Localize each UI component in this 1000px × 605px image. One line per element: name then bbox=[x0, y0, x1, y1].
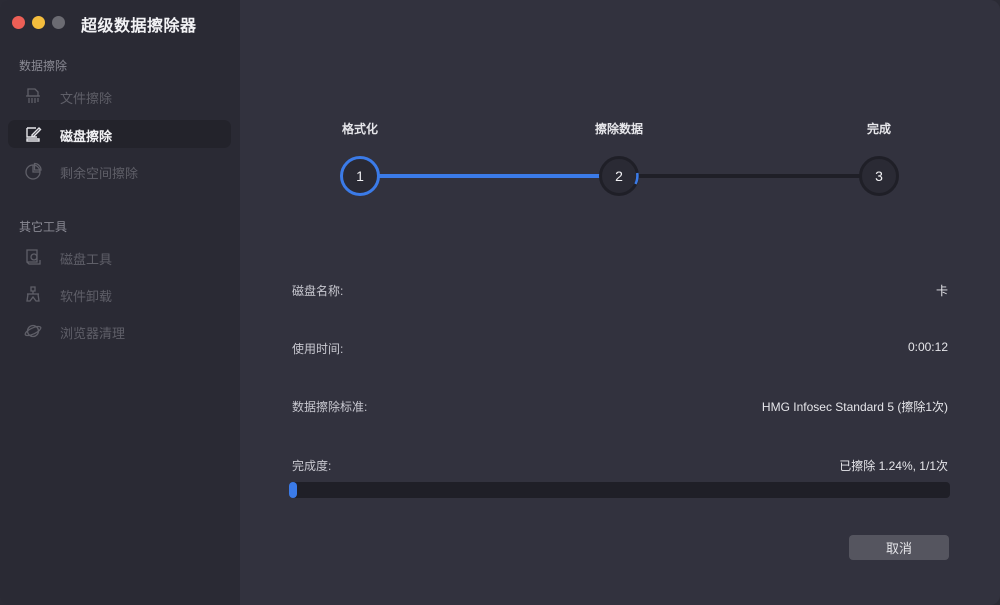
step-circle-2: 2 bbox=[599, 156, 639, 196]
progress-bar-fill bbox=[289, 482, 298, 498]
step-progress-arc bbox=[634, 172, 639, 185]
sidebar-item-label: 浏览器清理 bbox=[60, 326, 126, 341]
sidebar-item-free-space-erase[interactable]: 剩余空间擦除 bbox=[8, 157, 231, 185]
sidebar-item-label: 软件卸载 bbox=[60, 289, 113, 304]
close-window-button[interactable] bbox=[12, 16, 25, 29]
disk-name-value: 卡 bbox=[935, 284, 948, 298]
progress-value: 已擦除 1.24%, 1/1次 bbox=[839, 459, 948, 473]
sidebar-item-disk-tools[interactable]: 磁盘工具 bbox=[8, 243, 231, 271]
step-number: 1 bbox=[356, 168, 364, 184]
erase-standard-value: HMG Infosec Standard 5 (擦除1次) bbox=[761, 400, 948, 414]
sidebar-item-label: 磁盘工具 bbox=[60, 252, 113, 267]
sidebar: 超级数据擦除器 数据擦除 文件擦除 磁盘擦除 剩余空间擦除 其它工具 bbox=[0, 0, 240, 605]
progress-label: 完成度: bbox=[292, 459, 332, 473]
sidebar-item-label: 磁盘擦除 bbox=[60, 129, 113, 144]
disk-tool-icon bbox=[26, 249, 41, 265]
section-label-data-erase: 数据擦除 bbox=[19, 59, 68, 73]
sidebar-item-label: 文件擦除 bbox=[60, 91, 113, 106]
sidebar-item-uninstall[interactable]: 软件卸载 bbox=[8, 280, 231, 308]
step-number: 3 bbox=[875, 168, 883, 184]
sidebar-item-disk-erase[interactable]: 磁盘擦除 bbox=[8, 120, 231, 148]
disk-edit-icon bbox=[26, 127, 42, 142]
planet-icon bbox=[24, 324, 42, 338]
step-connector-1-2 bbox=[378, 174, 602, 178]
sidebar-item-label: 剩余空间擦除 bbox=[60, 166, 139, 181]
zoom-window-button[interactable] bbox=[52, 16, 65, 29]
sidebar-item-file-erase[interactable]: 文件擦除 bbox=[8, 82, 231, 110]
app-title: 超级数据擦除器 bbox=[81, 18, 197, 35]
traffic-lights bbox=[12, 16, 65, 29]
disk-name-label: 磁盘名称: bbox=[292, 284, 344, 298]
pie-chart-icon bbox=[25, 162, 42, 180]
step-label-complete: 完成 bbox=[867, 122, 892, 136]
step-label-erase-data: 擦除数据 bbox=[595, 122, 644, 136]
progress-bar bbox=[289, 482, 950, 498]
step-circle-3: 3 bbox=[859, 156, 899, 196]
cancel-button[interactable]: 取消 bbox=[849, 535, 949, 560]
shredder-icon bbox=[26, 88, 40, 103]
elapsed-time-value: 0:00:12 bbox=[907, 340, 948, 354]
step-label-format: 格式化 bbox=[342, 122, 379, 136]
step-circle-1: 1 bbox=[340, 156, 380, 196]
step-connector-2-3 bbox=[636, 174, 862, 178]
erase-standard-label: 数据擦除标准: bbox=[292, 400, 368, 414]
uninstall-icon bbox=[26, 286, 40, 302]
sidebar-item-browser-clean[interactable]: 浏览器清理 bbox=[8, 317, 231, 345]
step-number: 2 bbox=[615, 168, 623, 184]
main-panel bbox=[240, 0, 1000, 605]
elapsed-time-label: 使用时间: bbox=[292, 342, 344, 356]
section-label-other-tools: 其它工具 bbox=[19, 220, 68, 234]
minimize-window-button[interactable] bbox=[32, 16, 45, 29]
